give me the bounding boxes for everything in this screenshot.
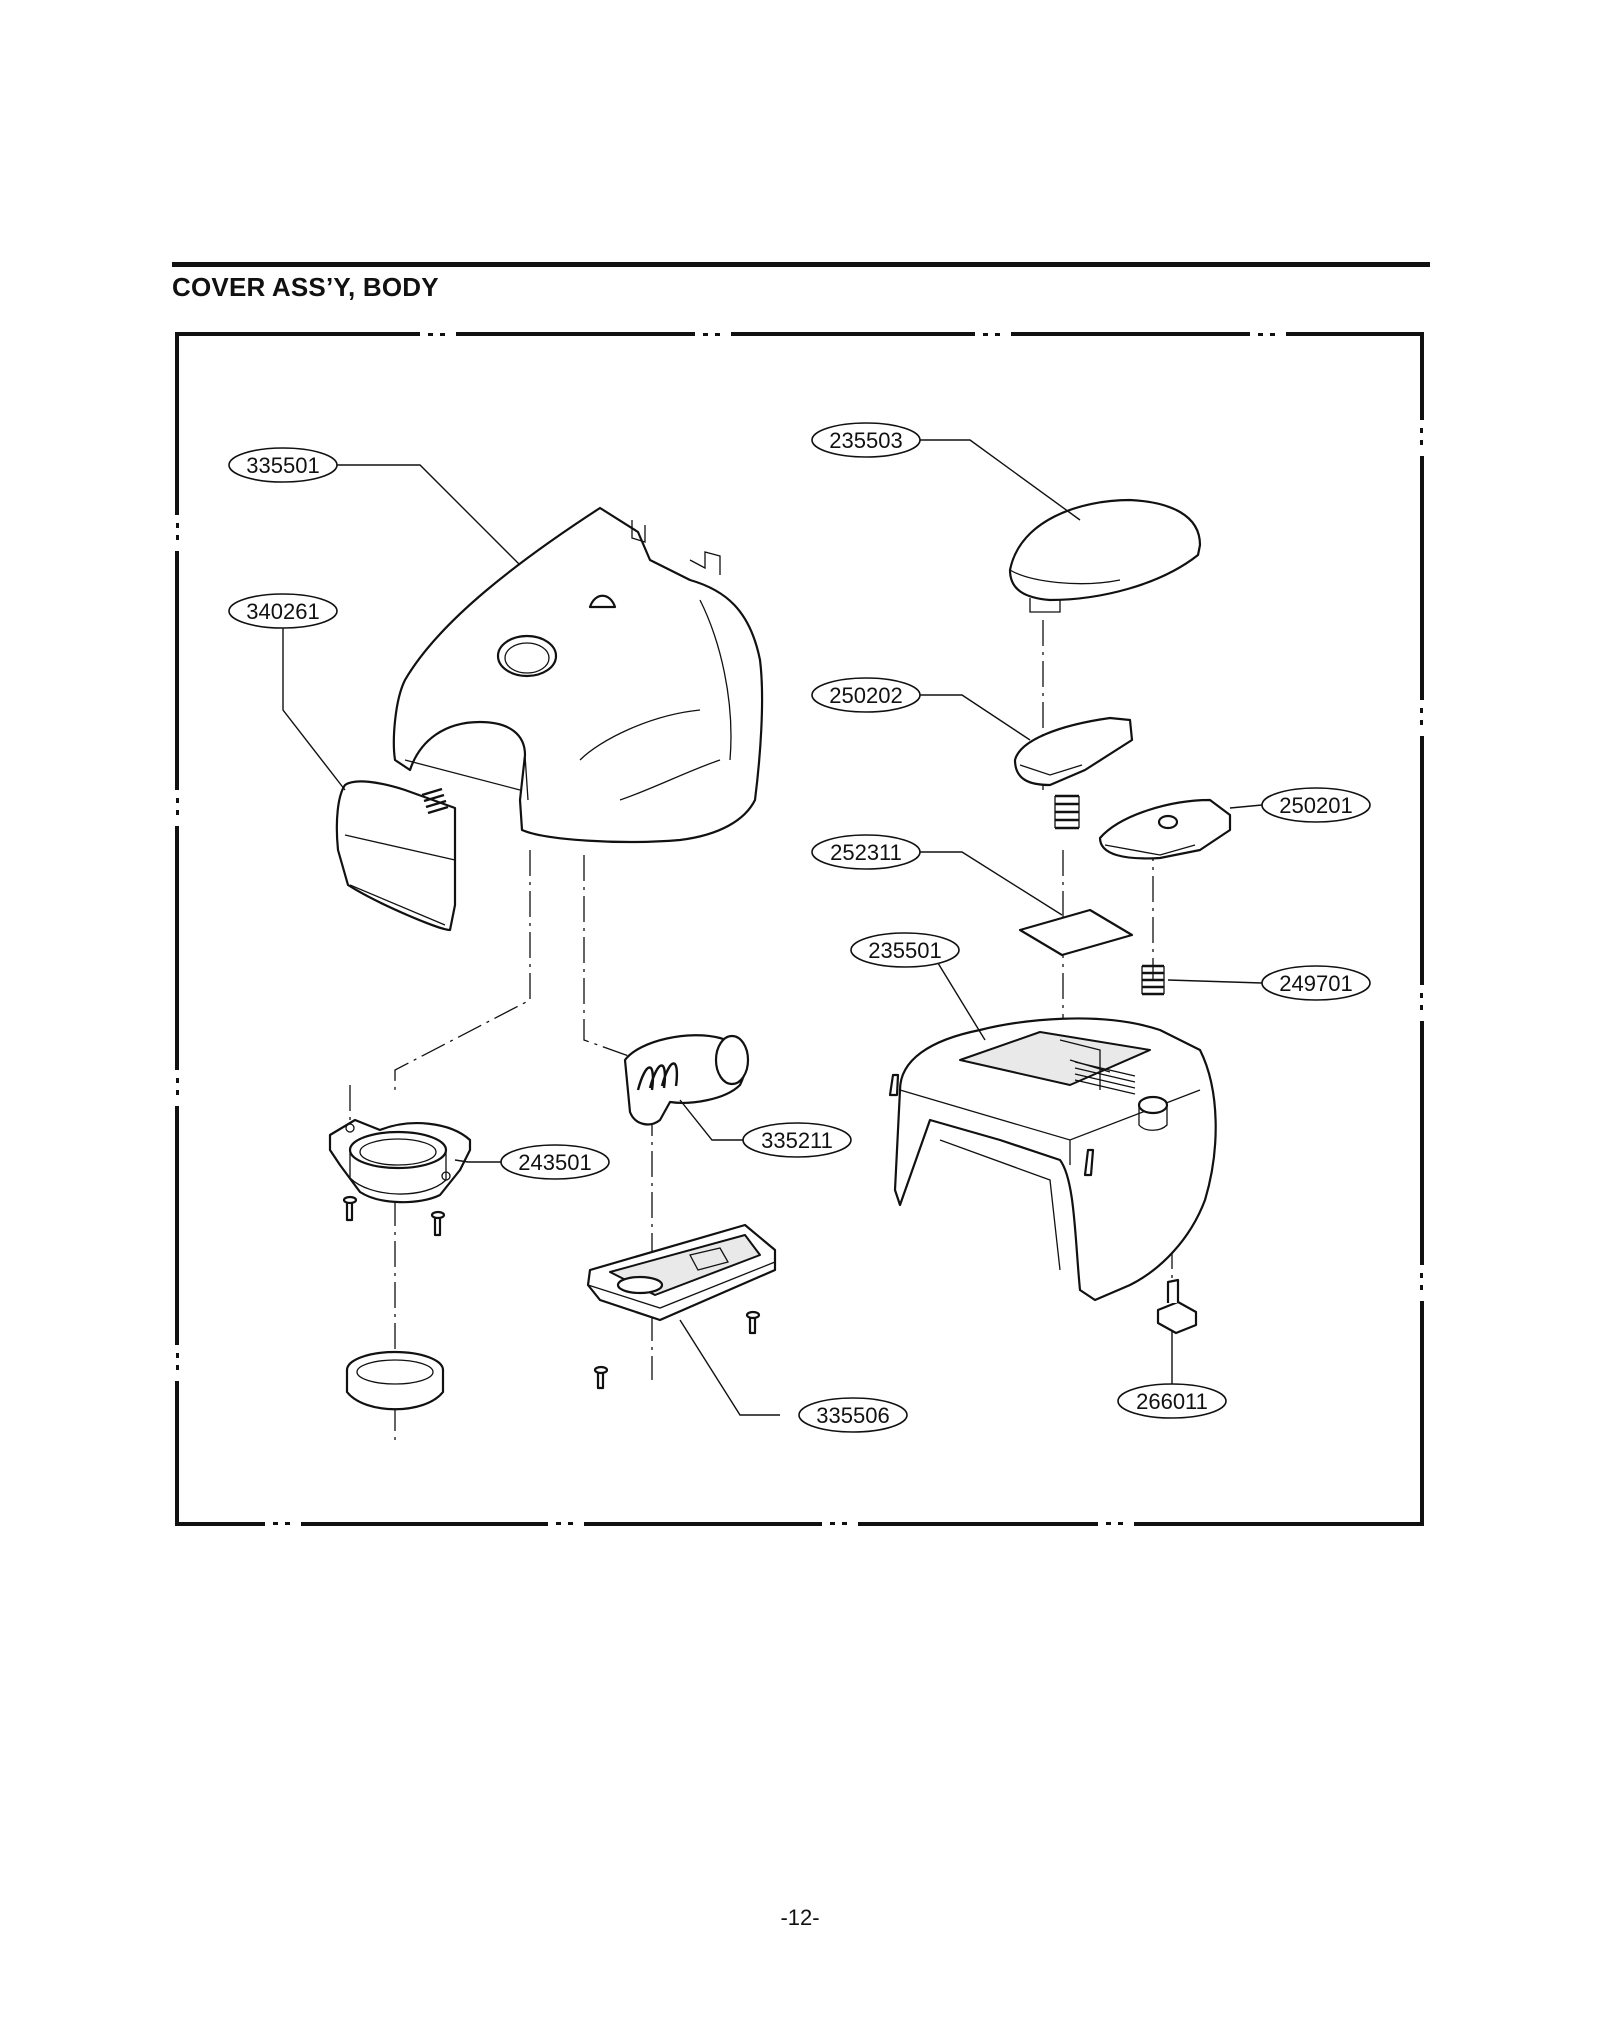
svg-text:340261: 340261	[246, 599, 319, 624]
callout-250201: 250201	[1261, 787, 1371, 823]
part-335501-body-cover	[392, 506, 764, 844]
callout-235501: 235501	[850, 932, 960, 968]
svg-text:335211: 335211	[761, 1128, 833, 1153]
part-235503-top-lid	[1008, 498, 1202, 613]
part-243501-flange	[328, 1118, 472, 1237]
svg-text:335501: 335501	[246, 453, 319, 478]
callout-252311: 252311	[811, 834, 921, 870]
svg-text:243501: 243501	[518, 1150, 591, 1175]
section-rule	[172, 262, 1430, 267]
svg-text:250201: 250201	[1279, 793, 1352, 818]
callout-335211: 335211	[742, 1122, 852, 1158]
svg-text:249701: 249701	[1279, 971, 1352, 996]
part-340261-door	[335, 780, 457, 932]
callout-335506: 335506	[798, 1397, 908, 1433]
drawing-frame	[173, 330, 1427, 1530]
part-335211-hose-joint	[623, 1034, 750, 1126]
part-249701-spring-upper	[1054, 794, 1080, 830]
part-252311-filter-pad	[1018, 908, 1134, 957]
seal-ring	[345, 1350, 445, 1411]
svg-text:335506: 335506	[816, 1403, 889, 1428]
svg-text:235503: 235503	[829, 428, 902, 453]
page-number: -12-	[780, 1905, 820, 1930]
svg-text:266011: 266011	[1136, 1389, 1208, 1414]
part-335506-tray	[586, 1223, 777, 1390]
part-250201-button	[1098, 798, 1232, 860]
callout-243501: 243501	[500, 1144, 610, 1180]
svg-text:235501: 235501	[868, 938, 941, 963]
svg-text:250202: 250202	[829, 683, 902, 708]
callout-340261: 340261	[228, 593, 338, 629]
section-title: COVER ASS’Y, BODY	[172, 272, 439, 302]
callout-249701: 249701	[1261, 965, 1371, 1001]
part-266011-knob	[1156, 1278, 1198, 1335]
part-235501-base-housing	[888, 1017, 1217, 1302]
callout-266011: 266011	[1117, 1383, 1227, 1419]
part-249701-spring	[1141, 964, 1165, 996]
callout-335501: 335501	[228, 447, 338, 483]
callout-250202: 250202	[811, 677, 921, 713]
callout-235503: 235503	[811, 422, 921, 458]
svg-text:252311: 252311	[830, 840, 902, 865]
part-250202-latch-cover	[1013, 716, 1134, 787]
